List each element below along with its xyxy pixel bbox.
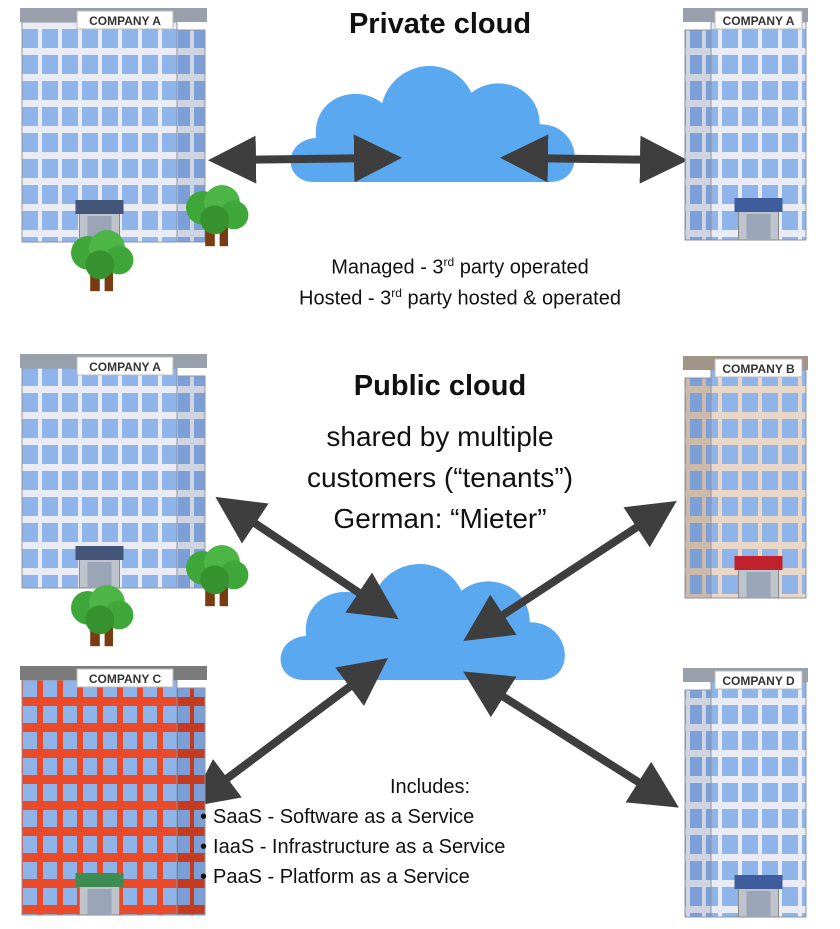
managed-sup: rd — [443, 255, 455, 269]
arrow-private-left — [208, 134, 402, 184]
public-cloud-title: Public cloud — [353, 370, 527, 402]
managed-text-a: Managed - 3 — [331, 256, 444, 279]
hosted-text-b: party hosted & operated — [401, 287, 621, 310]
building-company-d-sign: COMPANY D — [722, 674, 795, 688]
service-item-iaas: IaaS - Infrastructure as a Service — [200, 832, 505, 862]
arrow-private-right — [500, 134, 688, 184]
managed-text-b: party operated — [454, 256, 589, 279]
building-company-a-top-right-sign: COMPANY A — [723, 14, 795, 28]
building-company-a-top-left-sign: COMPANY A — [89, 14, 161, 28]
building-company-c-awning — [75, 873, 124, 887]
arrow-public-company-c — [188, 658, 389, 807]
arrow-public-company-b — [463, 501, 677, 641]
public-cloud-shape — [280, 564, 565, 680]
hosted-text-a: Hosted - 3 — [299, 287, 392, 310]
building-company-a-public-sign: COMPANY A — [89, 360, 161, 374]
service-item-paas: PaaS - Platform as a Service — [200, 862, 505, 892]
arrow-public-company-a — [215, 496, 399, 620]
building-company-b-sign: COMPANY B — [722, 362, 795, 376]
managed-line: Managed - 3rd party operated — [250, 248, 670, 283]
public-line-1: shared by multiple — [326, 421, 554, 452]
hosted-sup: rd — [391, 286, 402, 300]
building-company-b-awning — [734, 556, 783, 570]
private-cloud-shape — [290, 66, 575, 182]
includes-label: Includes: — [389, 776, 471, 798]
building-company-d: COMPANY D — [683, 668, 808, 918]
service-list: SaaS - Software as a Service IaaS - Infr… — [200, 802, 505, 892]
hosted-line: Hosted - 3rd party hosted & operated — [240, 279, 680, 314]
building-company-d-awning — [734, 875, 783, 889]
service-item-saas: SaaS - Software as a Service — [200, 802, 505, 832]
public-line-3: German: “Mieter” — [333, 503, 547, 534]
trees-top-left-a — [71, 230, 134, 292]
building-company-b: COMPANY B — [683, 356, 808, 599]
trees-public-b — [186, 545, 249, 607]
private-cloud-title: Private cloud — [348, 8, 532, 40]
arrow-public-company-d — [463, 671, 679, 808]
building-company-c: COMPANY C — [20, 666, 207, 916]
trees-top-left-b — [186, 185, 249, 247]
building-company-a-top-right: COMPANY A — [683, 8, 808, 241]
trees-public-a — [71, 585, 134, 647]
building-company-a-public: COMPANY A — [20, 354, 207, 589]
building-company-a-top-right-awning — [734, 198, 783, 212]
building-company-a-public-awning — [75, 546, 124, 560]
building-company-a-top-left-awning — [75, 200, 124, 214]
public-line-2: customers (“tenants”) — [306, 462, 574, 493]
building-company-a-top-left: COMPANY A — [20, 8, 207, 243]
building-company-c-sign: COMPANY C — [89, 672, 162, 686]
